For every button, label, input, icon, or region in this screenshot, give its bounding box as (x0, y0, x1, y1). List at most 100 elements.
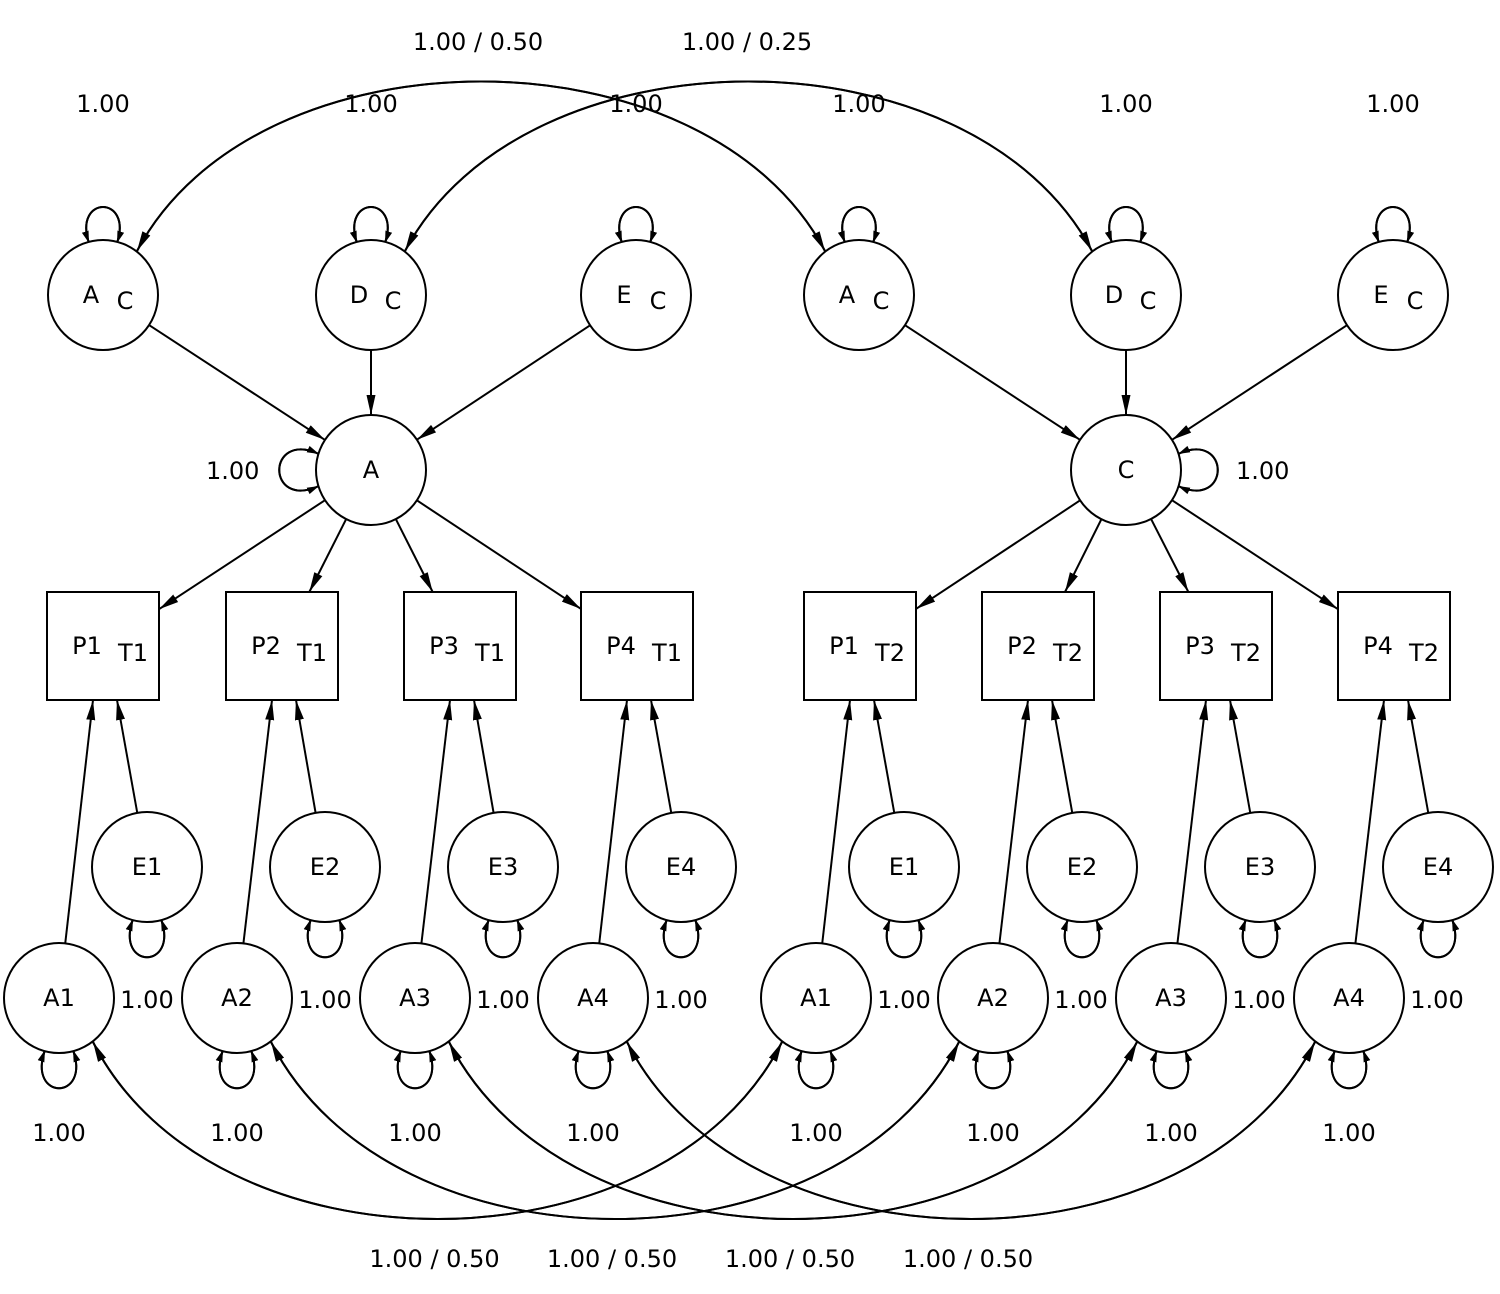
node-label: A (83, 281, 100, 309)
path-arrow-a2a-to-p2t1 (242, 699, 275, 944)
node-label: P3 (1185, 632, 1215, 660)
variance-arc-reverse (1149, 1049, 1190, 1090)
variance-arc-reverse (659, 918, 700, 959)
node-label: E3 (488, 853, 518, 881)
covariance-arc-a4a-a4b (626, 1041, 1316, 1220)
variance-loop-c (1177, 445, 1219, 495)
path-arrow-ac1-to-a (148, 324, 326, 441)
node-label: P4 (1363, 632, 1393, 660)
observed-variable-box (981, 591, 1095, 701)
latent-variable-circle (1026, 811, 1138, 923)
variance-arc-reverse (1238, 918, 1279, 959)
covariance-arc-a2a-a2b (270, 1041, 960, 1220)
node-label: C (1118, 456, 1135, 484)
variance-loop-dc1 (349, 206, 393, 244)
node-e2a: E2 (269, 811, 381, 923)
latent-variable-circle (1382, 811, 1494, 923)
variance-loop-e4b (1416, 918, 1460, 959)
path-arrow-a3a-to-p3t1 (420, 699, 453, 944)
covariance-arc-dc1-dc2 (404, 80, 1093, 252)
node-subscript: T2 (1408, 639, 1439, 667)
variance-arc-reverse (1104, 206, 1144, 244)
covariance-value: 1.00 / 0.50 (369, 1245, 499, 1273)
covariance-curve-reverse (136, 80, 826, 252)
node-label: P2 (1007, 632, 1037, 660)
variance-loop-e1b (882, 918, 926, 959)
variance-loop-a1a (37, 1049, 81, 1090)
variance-loop-ec2 (1371, 206, 1415, 244)
variance-value: 1.00 (32, 1119, 85, 1147)
latent-variable-circle (760, 942, 872, 1054)
node-subscript: C (873, 287, 890, 315)
node-a3a: A3 (359, 942, 471, 1054)
path-arrow-a4a-to-p4t1 (598, 699, 630, 944)
node-a1a: A1 (3, 942, 115, 1054)
covariance-arc-a1a-a1b (92, 1041, 783, 1220)
node-label: P3 (429, 632, 459, 660)
path-arrow-a-to-p1t1 (158, 499, 326, 611)
variance-arc-reverse (481, 918, 522, 959)
variance-value: 1.00 (344, 90, 397, 118)
variance-loop-a4a (571, 1049, 615, 1090)
variance-value: 1.00 (789, 1119, 842, 1147)
node-label: D (1105, 281, 1123, 309)
path-arrow-e1b-to-p1t2 (873, 699, 896, 814)
node-subscript: C (1407, 287, 1424, 315)
node-a2a: A2 (181, 942, 293, 1054)
node-subscript: C (1140, 287, 1157, 315)
variance-loop-e1a (125, 918, 169, 959)
observed-variable-box (1337, 591, 1451, 701)
node-subscript: C (117, 287, 134, 315)
path-arrow-e4b-to-p4t2 (1407, 699, 1430, 814)
latent-variable-circle (1115, 942, 1227, 1054)
variance-arc-reverse (278, 445, 320, 492)
path-arrow-a4b-to-p4t2 (1354, 699, 1387, 944)
latent-variable-circle (359, 942, 471, 1054)
path-arrow-a-to-p2t1 (308, 518, 348, 593)
path-arrow-a3b-to-p3t2 (1176, 699, 1209, 944)
latent-variable-circle (1070, 414, 1182, 526)
latent-variable-circle (537, 942, 649, 1054)
covariance-value: 1.00 / 0.50 (547, 1245, 677, 1273)
node-label: A1 (43, 984, 75, 1012)
latent-variable-circle (91, 811, 203, 923)
path-arrow-a-to-p4t1 (416, 499, 582, 610)
node-e4a: E4 (625, 811, 737, 923)
node-a4b: A4 (1293, 942, 1405, 1054)
node-subscript: C (650, 287, 667, 315)
variance-loop-ac1 (81, 206, 125, 244)
latent-variable-circle (1293, 942, 1405, 1054)
path-arrow-c-to-p3t2 (1150, 518, 1190, 593)
node-subscript: T1 (117, 639, 148, 667)
variance-arc-reverse (794, 1049, 835, 1090)
node-label: A2 (221, 984, 253, 1012)
variance-value: 1.00 (966, 1119, 1019, 1147)
latent-variable-circle (580, 239, 692, 351)
variance-value: 1.00 (609, 90, 662, 118)
covariance-curve (404, 80, 1093, 252)
variance-value: 1.00 (76, 90, 129, 118)
latent-variable-circle (1204, 811, 1316, 923)
variance-loop-ac2 (837, 206, 881, 244)
path-arrow-ec2-to-c (1171, 324, 1348, 441)
path-arrow-c-to-p4t2 (1171, 499, 1339, 611)
covariance-curve (136, 80, 826, 252)
variance-arc-reverse (1327, 1049, 1368, 1090)
path-arrow-a1a-to-p1t1 (64, 699, 96, 944)
variance-loop-a2a (215, 1049, 259, 1090)
covariance-curve-reverse (448, 1041, 1138, 1220)
variance-value: 1.00 (1232, 986, 1285, 1014)
node-subscript: T2 (1052, 639, 1083, 667)
path-arrow-e3b-to-p3t2 (1229, 699, 1252, 814)
variance-arc-reverse (971, 1049, 1012, 1090)
node-c: C (1070, 414, 1182, 526)
variance-arc-reverse (837, 206, 877, 244)
path-arrow-ac2-to-c (904, 324, 1081, 441)
variance-loop-e3b (1238, 918, 1282, 959)
node-e4b: E4 (1382, 811, 1494, 923)
